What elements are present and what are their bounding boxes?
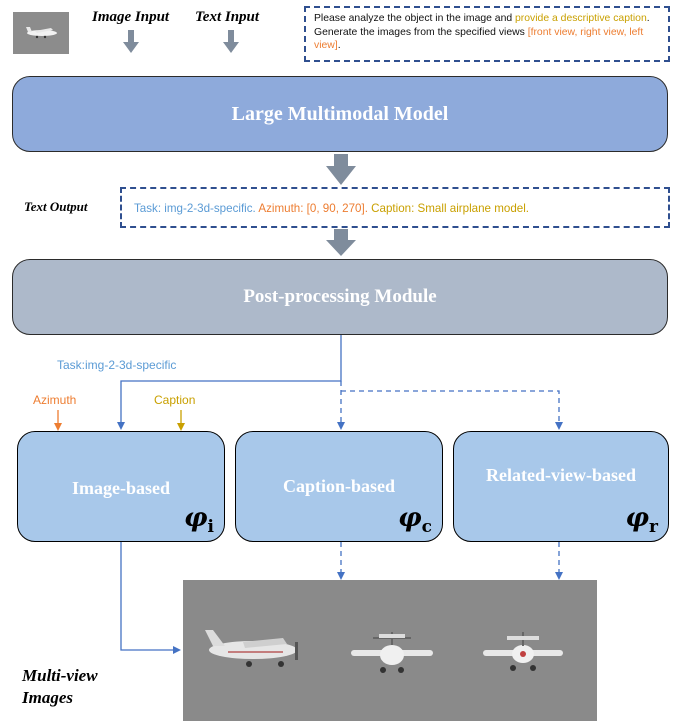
route-image-based [117, 335, 342, 430]
airplane-icon [26, 27, 57, 39]
image-based-title: Image-based [72, 478, 170, 498]
phi-c-symbol: φc [398, 502, 432, 537]
phi-r-symbol: φr [625, 502, 659, 537]
post-processing-title: Post-processing Module [243, 286, 437, 307]
text-output-arrow [326, 229, 356, 256]
multi-view-label: Multi-view Images [22, 665, 98, 709]
airplane-views [205, 630, 563, 673]
llm-output-arrow [326, 154, 356, 185]
multi-view-output-image [183, 580, 597, 721]
input-image-thumbnail [13, 12, 69, 54]
caption-label: Caption [154, 393, 195, 407]
image-input-arrow [123, 30, 139, 53]
task-route-label: Task:img-2-3d-specific [57, 358, 176, 372]
azimuth-label: Azimuth [33, 393, 76, 407]
multi-view-label-line2: Images [22, 688, 73, 707]
llm-box: Large Multimodal Model [12, 76, 668, 152]
related-view-based-title: Related-view-based [486, 465, 636, 485]
prompt-text-4: [front view, right view, left view] [314, 26, 644, 52]
post-processing-box: Post-processing Module [12, 259, 668, 335]
prompt-text-1: Please analyze the object in the image a… [314, 13, 516, 24]
text-output-label: Text Output [24, 199, 88, 214]
caption-based-box: Caption-based φc [235, 431, 443, 542]
phi-i-symbol: φi [184, 502, 214, 537]
caption-based-title: Caption-based [282, 476, 396, 496]
prompt-text-3: . Generate the images from the specified… [314, 13, 650, 38]
airplane-side-view-icon [205, 630, 298, 667]
prompt-text-2: provide a descriptive caption [515, 13, 647, 24]
prompt-box: Please analyze the object in the image a… [304, 6, 670, 62]
text-output-azimuth: Azimuth: [0, 90, 270]. [255, 202, 368, 215]
image-based-output-route [120, 542, 181, 654]
gray-arrows [123, 30, 356, 256]
airplane-front-view-icon [351, 632, 433, 673]
text-input-arrow [223, 30, 239, 53]
llm-title: Large Multimodal Model [231, 103, 449, 125]
text-output-caption: Caption: Small airplane model. [367, 202, 530, 215]
text-input-label: Text Input [195, 9, 260, 25]
image-based-box: Image-based φi [17, 431, 225, 542]
route-related-view [341, 390, 563, 430]
airplane-rear-view-icon [483, 632, 563, 671]
prompt-text-5: . [337, 40, 341, 51]
image-input-label: Image Input [92, 9, 170, 25]
text-output-box: Task: img-2-3d-specific. Azimuth: [0, 90… [120, 187, 670, 228]
multi-view-label-line1: Multi-view [22, 666, 98, 685]
related-view-based-box: Related-view-based φr [453, 431, 669, 542]
text-output-task: Task: img-2-3d-specific. [134, 202, 256, 215]
